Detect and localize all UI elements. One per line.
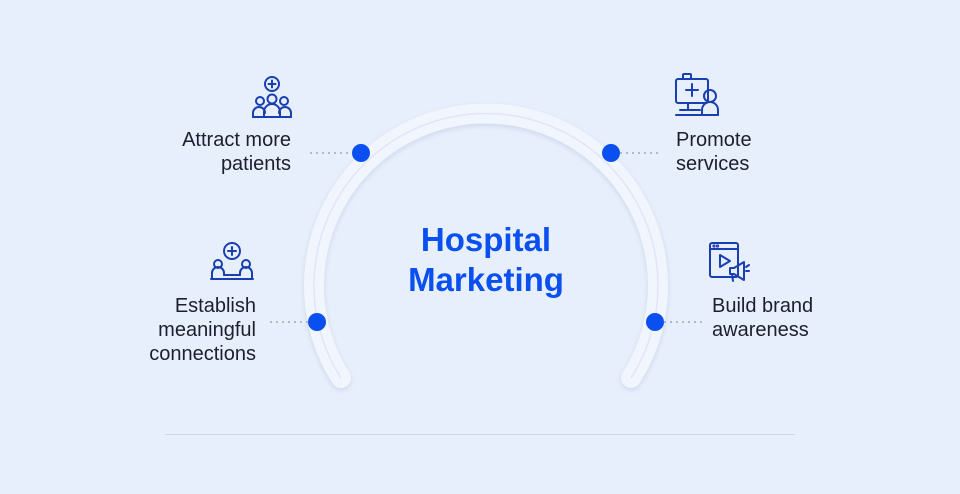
establish-line-3: connections [149,343,256,365]
label-establish: Establish meaningful connections [100,294,256,366]
arc-inner-edge [313,112,659,379]
label-build: Build brand awareness [712,294,862,342]
build-line-1: Build brand [712,295,814,317]
dot-promote [602,144,620,162]
patients-plus-icon [252,76,292,118]
build-line-2: awareness [712,319,809,341]
promote-line-1: Promote [676,129,752,151]
establish-line-2: meaningful [158,319,256,341]
dot-build [646,313,664,331]
diagram-title: Hospital Marketing [336,220,636,300]
attract-line-1: Attract more [182,129,291,151]
title-line-2: Marketing [408,261,564,298]
medical-monitor-icon [675,73,719,116]
attract-line-2: patients [220,153,291,175]
consultation-icon [210,242,254,280]
establish-line-1: Establish [174,295,256,317]
dot-attract [352,144,370,162]
dot-establish [308,313,326,331]
promote-line-2: services [676,153,750,175]
label-promote: Promote services [676,128,826,176]
divider-line [165,434,795,435]
title-line-1: Hospital [420,221,552,258]
video-megaphone-icon [709,242,750,282]
label-attract: Attract more patients [130,128,291,176]
